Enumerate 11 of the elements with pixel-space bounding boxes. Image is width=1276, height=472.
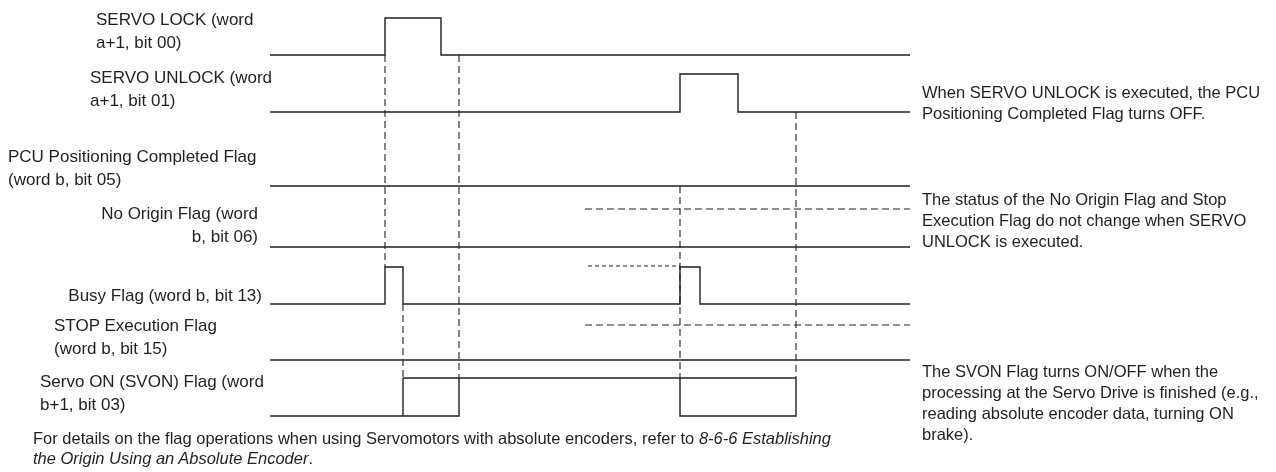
signal-name: STOP Execution Flag (word b, bit 15) [54, 315, 218, 360]
signal-name: Servo ON (SVON) Flag (word b+1, bit 03) [40, 371, 265, 416]
signal-name: SERVO UNLOCK (word a+1, bit 01) [90, 67, 273, 112]
signal-name: PCU Positioning Completed Flag (word b, bit 05) [8, 146, 258, 191]
caption: For details on the flag operations when using Servomotors with absolute encoders, refer to 8-6-6 Establishing the Origin Using an Absolute Encoder. [33, 428, 832, 468]
note-text: The SVON Flag turns ON/OFF when the processing at the Servo Drive is finished (e.g., reading absolute encoder data, turning ON brake). [922, 361, 1260, 445]
signal-name: SERVO LOCK (word a+1, bit 00) [96, 9, 255, 54]
signal-name: No Origin Flag (word b, bit 06) [100, 203, 258, 248]
note-text: The status of the No Origin Flag and Stop Execution Flag do not change when SERVO UNLOCK is executed. [922, 189, 1248, 252]
signal-name: Busy Flag (word b, bit 13) [67, 285, 262, 307]
note-text: When SERVO UNLOCK is executed, the PCU Positioning Completed Flag turns OFF. [922, 82, 1262, 124]
